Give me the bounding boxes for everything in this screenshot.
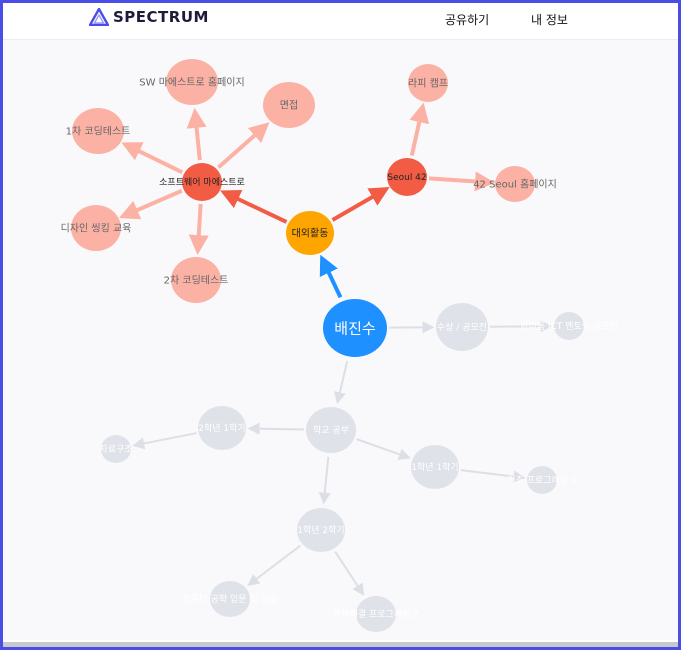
node-circle[interactable] [411,445,459,489]
mindmap-node-s42[interactable]: Seoul 42 [387,158,427,196]
mindmap-node-g2s1-leaf[interactable]: 자료구조 [99,435,133,463]
mindmap-graph[interactable]: 배진수 대외활동 소프트웨어 마에스트로 Seoul 42 SW 마에스트로 홈페이지면… [3,40,678,640]
node-label: 문제해결 프로그래밍 2 [333,609,419,620]
edge-school-to-g1s1 [356,438,411,461]
edge-award-to-award-leaf [489,320,553,333]
node-circle[interactable] [72,108,124,154]
node-circle[interactable] [166,59,218,105]
node-circle[interactable] [408,64,448,102]
node-label: 2학년 1학기 [198,423,245,434]
node-circle[interactable] [306,407,356,453]
top-header: SPECTRUM 공유하기 내 정보 [3,3,678,40]
edge-ext-to-swm [220,190,288,224]
node-label: 42 Seoul 홈페이지 [473,178,557,191]
node-label: 디자인 씽킹 교육 [61,223,132,235]
mindmap-node-g1s2-b[interactable]: 문제해결 프로그래밍 2 [333,596,419,632]
edge-g1s2-to-g1s2-b [334,551,365,596]
mindmap-node-g1s2-a[interactable]: 컴퓨터 공학 입문 및 실습 [183,581,277,617]
node-circle[interactable] [495,166,535,202]
node-label: 한이음 ICT 멘토링 공모전 [520,320,618,332]
node-circle[interactable] [101,435,131,463]
mindmap-node-award[interactable]: 수상 / 공모전 [436,303,488,351]
mindmap-node-test2[interactable]: 2차 코딩테스트 [164,257,229,303]
node-circle[interactable] [286,211,334,255]
node-label: 자료구조 [99,444,132,455]
node-label: 면접 [280,100,298,112]
share-link[interactable]: 공유하기 [445,13,490,27]
node-circle[interactable] [436,303,488,351]
edge-swm-to-interview [217,122,270,169]
node-circle[interactable] [387,158,427,196]
my-info-link[interactable]: 내 정보 [531,13,568,27]
mindmap-node-g1s1-leaf[interactable]: 기초 프로그래밍 1 [507,466,577,494]
node-label: 라피 캠프 [408,78,448,90]
node-label: 1학년 2학기 [297,525,344,536]
edge-g2s1-to-g2s1-leaf [132,432,197,450]
node-circle[interactable] [71,205,121,251]
node-label: 2차 코딩테스트 [164,275,229,287]
mindmap-node-design[interactable]: 디자인 씽킹 교육 [61,205,132,251]
node-circle[interactable] [554,312,584,340]
edge-swm-to-design [118,188,183,220]
node-label: Seoul 42 [387,173,426,183]
node-circle[interactable] [297,508,345,552]
bottom-scroll-bar [3,642,678,647]
node-circle[interactable] [356,596,396,632]
edge-school-to-g2s1 [247,422,305,435]
edge-school-to-g1s2 [318,456,331,505]
node-circle[interactable] [527,466,557,494]
node-circle[interactable] [263,82,315,128]
mindmap-node-g1s1[interactable]: 1학년 1학기 [411,445,459,489]
edge-swm-to-test2 [188,203,209,256]
node-circle[interactable] [323,299,387,357]
logo[interactable]: SPECTRUM [89,8,209,26]
mindmap-node-school[interactable]: 학교 공부 [306,407,356,453]
node-label: 1학년 1학기 [411,462,458,473]
mindmap-node-interview[interactable]: 면접 [263,82,315,128]
node-label: 기초 프로그래밍 1 [507,475,576,486]
edge-g1s2-to-g1s2-a [247,544,301,586]
mindmap-node-swm[interactable]: 소프트웨어 마에스트로 [159,163,245,201]
node-label: 소프트웨어 마에스트로 [159,176,245,188]
edge-root-to-school [334,360,349,405]
node-label: 수상 / 공모전 [437,322,487,333]
node-circle[interactable] [198,406,246,450]
node-label: 대외활동 [292,227,329,240]
mindmap-node-g1s2[interactable]: 1학년 2학기 [297,508,345,552]
edge-ext-to-s42 [331,186,390,222]
node-circle[interactable] [210,581,250,617]
mindmap-node-award-leaf[interactable]: 한이음 ICT 멘토링 공모전 [520,312,618,340]
edge-g1s1-to-g1s1-leaf [460,469,526,483]
mindmap-node-root[interactable]: 배진수 [323,299,387,357]
edge-swm-to-test1 [121,142,184,175]
node-label: 학교 공부 [313,425,349,436]
node-label: 배진수 [334,319,375,337]
mindmap-node-test1[interactable]: 1차 코딩테스트 [66,108,131,154]
edge-swm-to-swm-home [186,107,207,161]
node-label: SW 마에스트로 홈페이지 [139,76,244,89]
edge-root-to-ext [319,254,343,299]
mindmap-node-s42-home[interactable]: 42 Seoul 홈페이지 [473,166,557,202]
edge-s42-to-s42-home [428,171,496,192]
edge-s42-to-camp [409,102,430,156]
mindmap-node-g2s1[interactable]: 2학년 1학기 [198,406,246,450]
mindmap-node-swm-home[interactable]: SW 마에스트로 홈페이지 [139,59,245,105]
node-label: 컴퓨터 공학 입문 및 실습 [183,593,277,605]
mindmap-node-camp[interactable]: 라피 캠프 [408,64,448,102]
node-circle[interactable] [171,257,221,303]
node-label: 1차 코딩테스트 [66,126,131,138]
triangle-logo-icon [89,8,109,26]
node-circle[interactable] [182,163,222,201]
logo-text: SPECTRUM [113,8,209,26]
mindmap-node-ext[interactable]: 대외활동 [286,211,334,255]
